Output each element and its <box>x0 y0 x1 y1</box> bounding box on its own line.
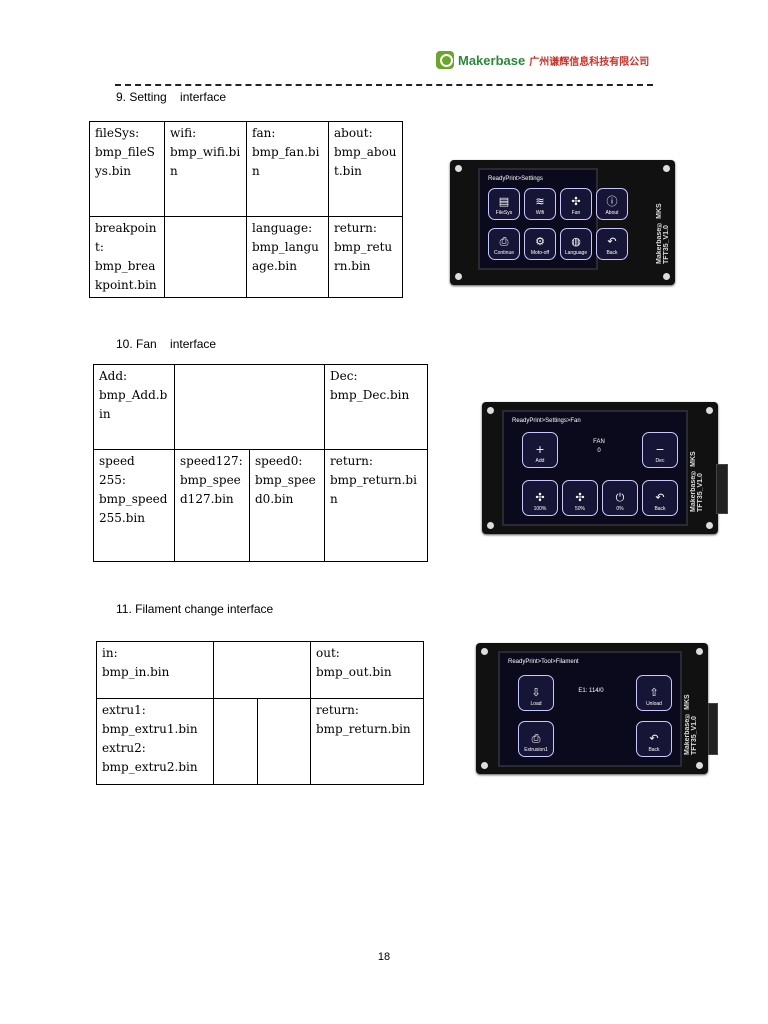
screen-button-100: ✣100% <box>522 480 558 516</box>
back-arrow-icon: ↶ <box>649 732 659 745</box>
screen-button-unload: ⇧Unload <box>636 675 672 711</box>
table-cell: language: bmp_language.bin <box>246 216 329 298</box>
table-cell <box>257 698 311 785</box>
setting-table: fileSys: bmp_fileSys.bin wifi: bmp_wifi.… <box>89 121 403 298</box>
fan-table: Add: bmp_Add.bin Dec: bmp_Dec.bin speed … <box>93 364 428 562</box>
table-cell: breakpoint: bmp_breakpoint.bin <box>89 216 165 298</box>
table-cell: return: bmp_return.bin <box>324 449 428 562</box>
fan-value: 0 <box>597 448 601 454</box>
table-cell: return: bmp_return.bin <box>328 216 403 298</box>
table-cell <box>174 364 325 450</box>
motor-off-icon: ⚙ <box>535 235 545 248</box>
table-cell: extru1: bmp_extru1.bin extru2: bmp_extru… <box>96 698 214 785</box>
plus-icon: + <box>535 443 545 456</box>
section-title-filament: 11. Filament change interface <box>116 602 274 616</box>
minus-icon: − <box>655 443 665 456</box>
fan-icon: ✣ <box>571 195 581 208</box>
screen-button-back: ↶Back <box>596 228 628 260</box>
section-title-setting: 9. Setting interface <box>116 90 227 104</box>
board-label: Makerbase® MKS TFT35_V1.0 <box>656 203 670 264</box>
back-arrow-icon: ↶ <box>655 491 665 504</box>
filesys-icon: ▤ <box>498 195 510 208</box>
table-cell: wifi: bmp_wifi.bin <box>164 121 247 217</box>
screen-button-continue: ⎙Continue <box>488 228 520 260</box>
screen-breadcrumb: ReadyPrint>Settings <box>488 176 543 182</box>
side-connector <box>716 464 728 514</box>
device-photo-fan: ReadyPrint>Settings>Fan +Add FAN 0 −Dec … <box>482 402 728 534</box>
globe-icon: ◍ <box>571 235 581 248</box>
device-screen: ReadyPrint>Settings ▤FileSys ≋Wifi ✣Fan … <box>478 168 628 270</box>
load-arrow-icon: ⇩ <box>531 686 541 699</box>
table-cell: speed0: bmp_speed0.bin <box>249 449 325 562</box>
logo-company-name: 广州谦辉信息科技有限公司 <box>529 56 650 68</box>
extruder-icon: ⎙ <box>531 732 541 745</box>
screen-button-moto-off: ⚙Moto-off <box>524 228 556 260</box>
unload-arrow-icon: ⇧ <box>649 686 659 699</box>
screen-breadcrumb: ReadyPrint>Settings>Fan <box>512 418 581 424</box>
back-arrow-icon: ↶ <box>607 235 617 248</box>
table-cell: in: bmp_in.bin <box>96 641 214 699</box>
table-cell: speed127: bmp_speed127.bin <box>174 449 250 562</box>
extruder-status: E1: 114/0 <box>578 688 604 694</box>
device-screen: ReadyPrint>Settings>Fan +Add FAN 0 −Dec … <box>502 410 688 526</box>
table-cell: Add: bmp_Add.bin <box>93 364 175 450</box>
board-label: Makerbase® MKS TFT35_V1.0 <box>690 451 704 512</box>
fan-title: FAN <box>593 439 605 445</box>
section-title-fan: 10. Fan interface <box>116 337 217 351</box>
screen-button-fan: ✣Fan <box>560 188 592 220</box>
logo-icon <box>436 51 454 69</box>
fan-icon: ✣ <box>575 491 585 504</box>
table-cell: speed 255: bmp_speed255.bin <box>93 449 175 562</box>
company-logo: Makerbase 广州谦辉信息科技有限公司 <box>436 50 649 70</box>
board-label: Makerbase® MKS TFT35_V1.0 <box>684 694 698 755</box>
screen-button-add: +Add <box>522 432 558 468</box>
screen-button-dec: −Dec <box>642 432 678 468</box>
table-cell: fan: bmp_fan.bin <box>246 121 329 217</box>
screen-button-load: ⇩Load <box>518 675 554 711</box>
screen-button-0: ⏻0% <box>602 480 638 516</box>
power-icon: ⏻ <box>615 491 625 504</box>
table-cell: about: bmp_about.bin <box>328 121 403 217</box>
device-screen: ReadyPrint>Tool>Filament ⇩Load E1: 114/0… <box>498 651 682 767</box>
table-cell: Dec: bmp_Dec.bin <box>324 364 428 450</box>
screen-button-back: ↶Back <box>636 721 672 757</box>
continue-icon: ⎙ <box>499 235 509 248</box>
logo-brand: Makerbase <box>458 52 526 68</box>
screen-button-extrusion1: ⎙Extrusion1 <box>518 721 554 757</box>
info-icon: ⓘ <box>606 195 618 208</box>
screen-button-50: ✣50% <box>562 480 598 516</box>
screen-button-language: ◍Language <box>560 228 592 260</box>
fan-icon: ✣ <box>535 491 545 504</box>
page-number: 18 <box>377 951 391 963</box>
table-cell: fileSys: bmp_fileSys.bin <box>89 121 165 217</box>
table-cell: return: bmp_return.bin <box>310 698 424 785</box>
screen-button-wifi: ≋Wifi <box>524 188 556 220</box>
table-cell <box>164 216 247 298</box>
header-divider <box>115 84 653 86</box>
fan-status: FAN 0 <box>574 438 624 456</box>
screen-button-filesys: ▤FileSys <box>488 188 520 220</box>
device-photo-settings: ReadyPrint>Settings ▤FileSys ≋Wifi ✣Fan … <box>450 160 675 285</box>
screen-button-back: ↶Back <box>642 480 678 516</box>
table-cell <box>213 698 258 785</box>
filament-table: in: bmp_in.bin out: bmp_out.bin extru1: … <box>96 641 424 785</box>
screen-breadcrumb: ReadyPrint>Tool>Filament <box>508 659 579 665</box>
side-connector <box>708 703 718 755</box>
device-photo-filament: ReadyPrint>Tool>Filament ⇩Load E1: 114/0… <box>476 643 718 774</box>
wifi-icon: ≋ <box>535 195 545 208</box>
table-cell <box>213 641 311 699</box>
table-cell: out: bmp_out.bin <box>310 641 424 699</box>
